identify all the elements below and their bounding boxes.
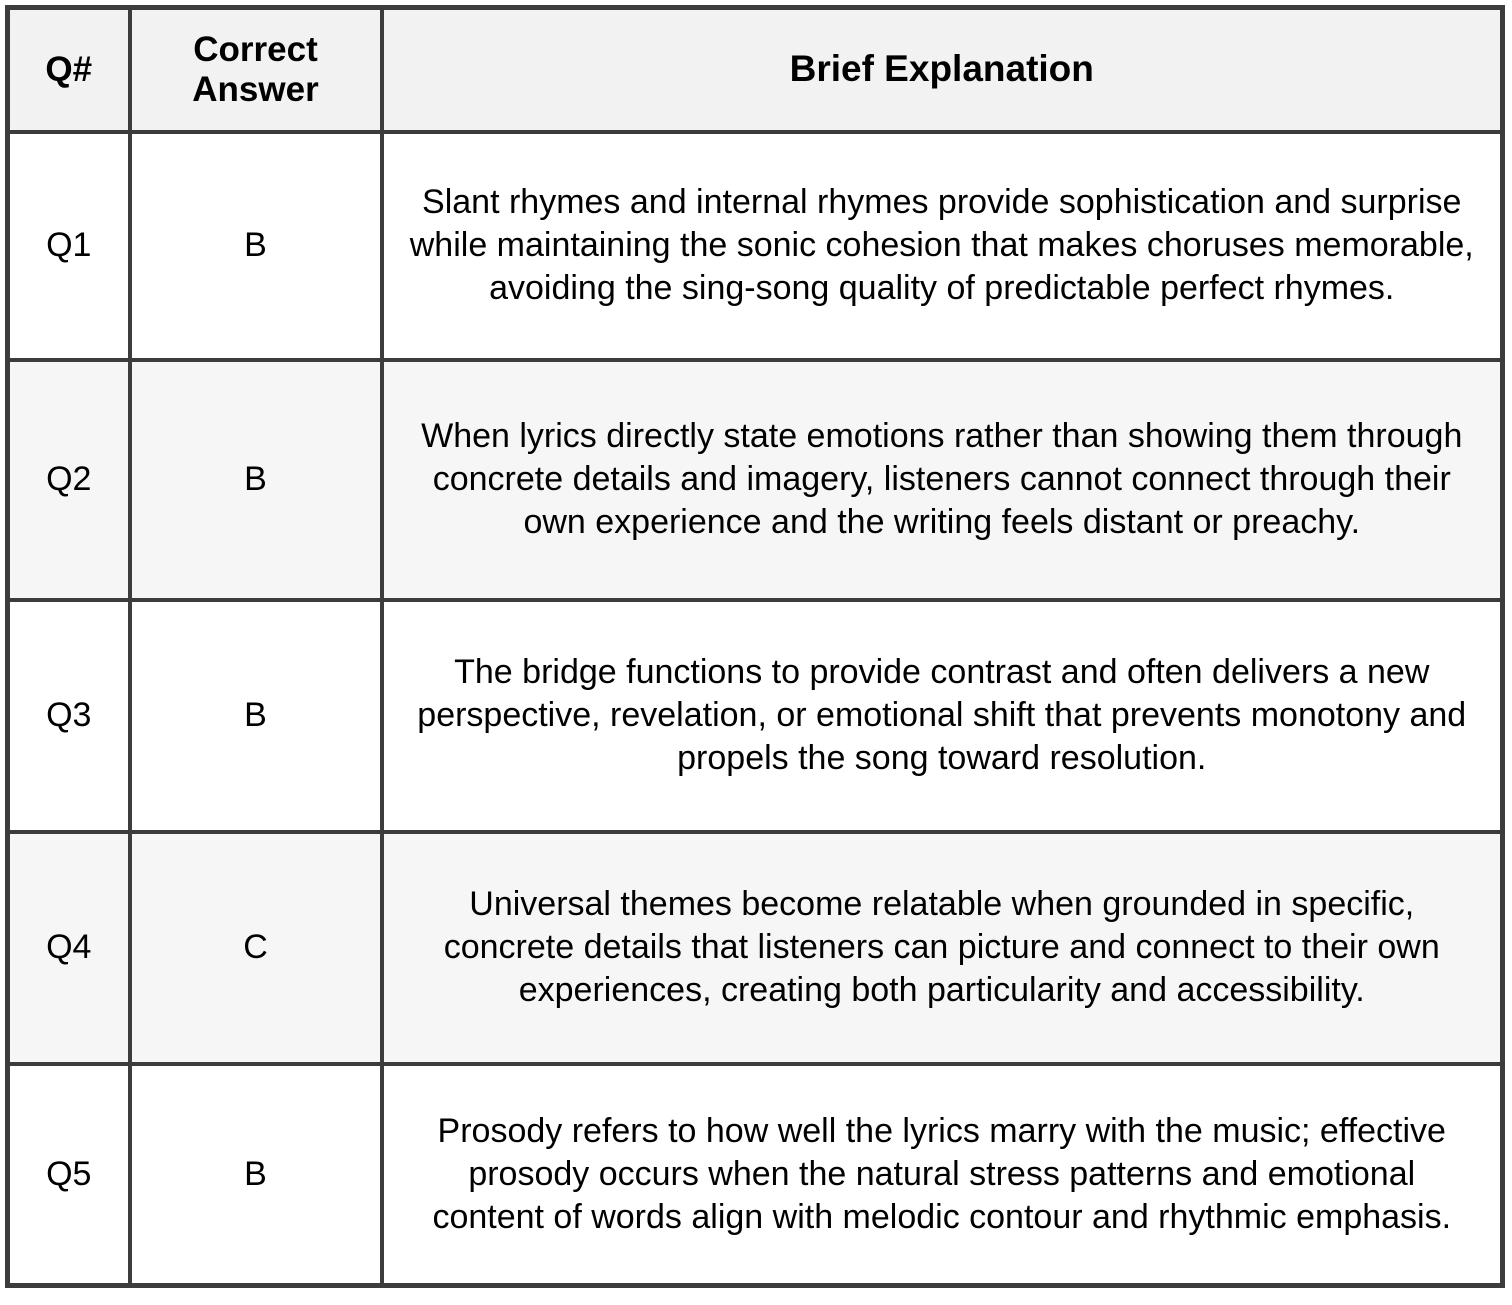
cell-correct-answer: B <box>127 129 384 362</box>
table-header: Q# Correct Answer Brief Explanation <box>5 5 1505 134</box>
column-header-correct-answer: Correct Answer <box>127 5 384 134</box>
table-row: Q4 C Universal themes become relatable w… <box>5 829 1505 1066</box>
cell-brief-explanation: When lyrics directly state emotions rath… <box>379 357 1505 602</box>
cell-question-number: Q2 <box>5 357 132 602</box>
table-row: Q3 B The bridge functions to provide con… <box>5 597 1505 834</box>
cell-correct-answer: B <box>127 597 384 834</box>
table-row: Q2 B When lyrics directly state emotions… <box>5 357 1505 602</box>
cell-correct-answer: B <box>127 1061 384 1288</box>
cell-correct-answer: B <box>127 357 384 602</box>
column-header-question-number: Q# <box>5 5 132 134</box>
cell-brief-explanation: Slant rhymes and internal rhymes provide… <box>379 129 1505 362</box>
cell-question-number: Q4 <box>5 829 132 1066</box>
table-body: Q1 B Slant rhymes and internal rhymes pr… <box>5 129 1505 1288</box>
cell-correct-answer: C <box>127 829 384 1066</box>
cell-brief-explanation: Universal themes become relatable when g… <box>379 829 1505 1066</box>
table-row: Q1 B Slant rhymes and internal rhymes pr… <box>5 129 1505 362</box>
column-header-correct-answer-line2: Answer <box>192 69 319 109</box>
cell-question-number: Q5 <box>5 1061 132 1288</box>
cell-question-number: Q1 <box>5 129 132 362</box>
cell-brief-explanation: Prosody refers to how well the lyrics ma… <box>379 1061 1505 1288</box>
cell-brief-explanation: The bridge functions to provide contrast… <box>379 597 1505 834</box>
answer-key-table: Q# Correct Answer Brief Explanation Q1 B… <box>5 5 1505 1288</box>
header-row: Q# Correct Answer Brief Explanation <box>5 5 1505 134</box>
column-header-correct-answer-line1: Correct <box>193 29 318 69</box>
table-row: Q5 B Prosody refers to how well the lyri… <box>5 1061 1505 1288</box>
cell-question-number: Q3 <box>5 597 132 834</box>
column-header-brief-explanation: Brief Explanation <box>379 5 1505 134</box>
